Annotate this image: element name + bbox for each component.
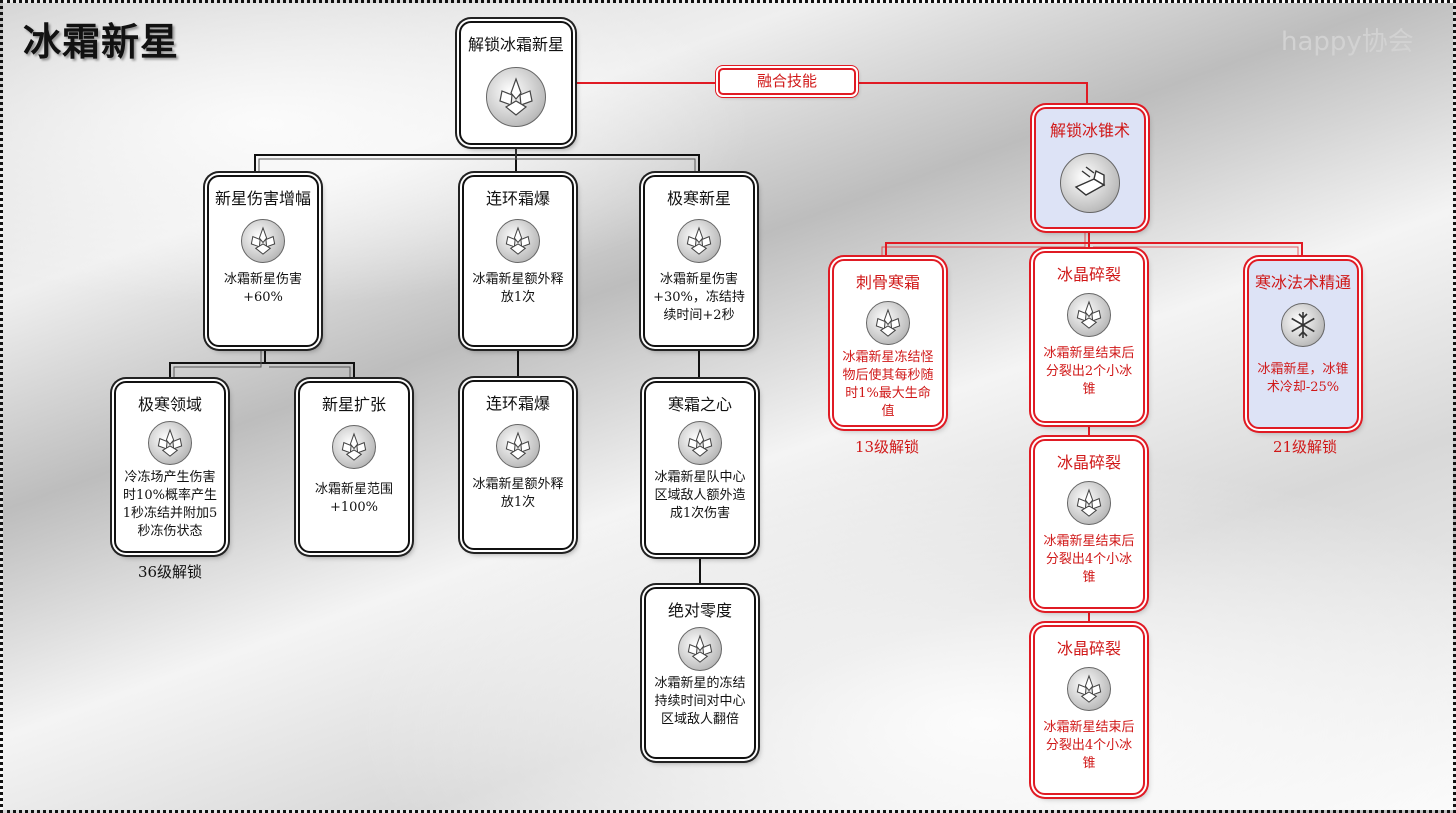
node-title: 绝对零度 xyxy=(667,601,732,620)
node-title: 极寒新星 xyxy=(666,189,731,208)
node-description: 冰霜新星额外释放1次 xyxy=(472,272,564,305)
node-title: 寒冰法术精通 xyxy=(1254,273,1351,292)
node-title: 连环霜爆 xyxy=(485,189,550,208)
node-description: 冰霜新星范围+100% xyxy=(314,482,393,515)
frost-nova-icon xyxy=(678,627,722,671)
node-title: 冰晶碎裂 xyxy=(1056,265,1121,284)
connector-root-dmg xyxy=(254,145,517,175)
node-ice-shatter-3[interactable]: 冰晶碎裂 冰霜新星结束后分裂出4个小冰锥 xyxy=(1033,625,1145,795)
frost-nova-icon xyxy=(1067,293,1111,337)
frost-nova-icon xyxy=(1067,481,1111,525)
node-title: 冰晶碎裂 xyxy=(1056,639,1121,658)
node-title: 解锁冰锥术 xyxy=(1049,121,1130,140)
node-description: 冰霜新星的冻结持续时间对中心区域敌人翻倍 xyxy=(654,676,746,727)
node-chain-frost-burst-2[interactable]: 连环霜爆 冰霜新星额外释放1次 xyxy=(462,380,574,550)
snowflake-icon xyxy=(1281,303,1325,347)
connector-dmg-children xyxy=(169,347,355,381)
unlock-level-label: 21级解锁 xyxy=(1272,438,1338,456)
node-frost-heart[interactable]: 寒霜之心 冰霜新星队中心区域敌人额外造成1次伤害 xyxy=(644,381,756,555)
connector-lines xyxy=(169,82,1303,625)
node-title: 解锁冰霜新星 xyxy=(467,35,564,54)
node-title: 刺骨寒霜 xyxy=(855,273,920,292)
node-ice-shatter-2[interactable]: 冰晶碎裂 冰霜新星结束后分裂出4个小冰锥 xyxy=(1033,439,1145,609)
frost-nova-icon xyxy=(496,219,540,263)
node-description: 冰霜新星额外释放1次 xyxy=(472,477,564,510)
node-extreme-nova[interactable]: 极寒新星 冰霜新星伤害+30%，冻结持续时间+2秒 xyxy=(643,175,755,347)
unlock-level-label: 13级解锁 xyxy=(854,438,920,456)
node-extreme-domain[interactable]: 极寒领域 冷冻场产生伤害时10%概率产生1秒冻结并附加5秒冻伤状态 xyxy=(114,381,226,553)
unlock-level-label: 36级解锁 xyxy=(137,563,203,581)
ice-cone-icon xyxy=(1060,153,1120,213)
node-ice-shatter-1[interactable]: 冰晶碎裂 冰霜新星结束后分裂出2个小冰锥 xyxy=(1033,251,1145,423)
frost-nova-icon xyxy=(486,67,546,127)
node-nova-damage-boost[interactable]: 新星伤害增幅 冰霜新星伤害+60% xyxy=(207,175,319,347)
node-description: 冰霜新星伤害+60% xyxy=(223,272,302,305)
node-unlock-frost-nova[interactable]: 解锁冰霜新星 xyxy=(459,21,573,145)
node-chain-frost-burst[interactable]: 连环霜爆 冰霜新星额外释放1次 xyxy=(462,175,574,347)
node-title: 冰晶碎裂 xyxy=(1056,453,1121,472)
node-description: 冰霜新星伤害+30%，冻结持续时间+2秒 xyxy=(653,272,745,323)
frost-nova-icon xyxy=(148,421,192,465)
connector-cone-children xyxy=(885,229,1303,259)
frost-nova-icon xyxy=(332,425,376,469)
node-nova-expand[interactable]: 新星扩张 冰霜新星范围+100% xyxy=(298,381,410,553)
node-description: 冰霜新星冻结怪物后使其每秒随时1%最大生命值 xyxy=(842,350,934,419)
frost-nova-icon xyxy=(677,219,721,263)
node-title: 寒霜之心 xyxy=(667,395,732,414)
node-title: 新星扩张 xyxy=(321,395,386,414)
frost-nova-icon xyxy=(241,219,285,263)
node-absolute-zero[interactable]: 绝对零度 冰霜新星的冻结持续时间对中心区域敌人翻倍 xyxy=(644,587,756,759)
frost-nova-icon xyxy=(678,421,722,465)
connector-root-extreme xyxy=(516,154,700,175)
frost-nova-icon xyxy=(496,424,540,468)
page-title: 冰霜新星 xyxy=(23,20,180,64)
node-description: 冷冻场产生伤害时10%概率产生1秒冻结并附加5秒冻伤状态 xyxy=(122,470,218,539)
connector-fuse xyxy=(575,82,1088,107)
node-unlock-ice-cone[interactable]: 解锁冰锥术 xyxy=(1034,107,1146,229)
watermark: happy协会 xyxy=(1281,27,1414,57)
node-description: 冰霜新星结束后分裂出4个小冰锥 xyxy=(1043,720,1135,771)
node-description: 冰霜新星队中心区域敌人额外造成1次伤害 xyxy=(654,470,746,521)
node-bone-frost[interactable]: 刺骨寒霜 冰霜新星冻结怪物后使其每秒随时1%最大生命值 xyxy=(832,259,944,427)
node-title: 极寒领域 xyxy=(137,395,202,414)
fusion-skill-label: 融合技能 xyxy=(718,68,856,95)
node-ice-spell-mastery[interactable]: 寒冰法术精通 冰霜新星，冰锥术冷却-25% xyxy=(1247,259,1359,429)
node-title: 新星伤害增幅 xyxy=(214,189,311,208)
node-title: 连环霜爆 xyxy=(485,394,550,413)
node-description: 冰霜新星，冰锥术冷却-25% xyxy=(1257,362,1349,395)
frost-nova-icon xyxy=(1067,667,1111,711)
frost-nova-icon xyxy=(866,301,910,345)
node-description: 冰霜新星结束后分裂出2个小冰锥 xyxy=(1043,346,1135,397)
node-description: 冰霜新星结束后分裂出4个小冰锥 xyxy=(1043,534,1135,585)
